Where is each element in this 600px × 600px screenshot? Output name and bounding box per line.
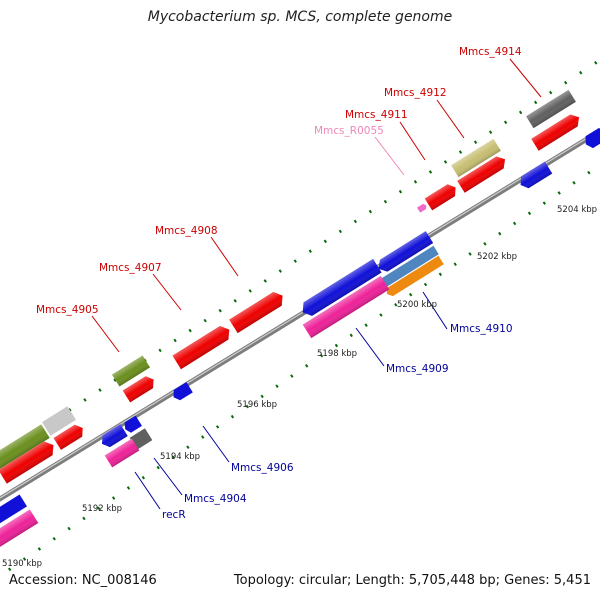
scale-labels: 5190 kbp 5192 kbp 5194 kbp 5196 kbp 5198… (2, 205, 597, 569)
callout-line-mmcs-r0055 (374, 136, 405, 176)
gene-mmcs-4914[interactable] (526, 89, 576, 129)
gene-red-left-b[interactable] (53, 422, 87, 450)
genome-backbone-highlight (0, 129, 600, 499)
callout-line-mmcs-4911 (399, 121, 426, 161)
gene-label-group: Mmcs_4914 Mmcs_4912 Mmcs_4911 Mmcs_R0055… (36, 46, 522, 521)
gene-mmcs-4905[interactable] (112, 355, 150, 387)
gene-mmcs-r0055[interactable] (417, 203, 428, 213)
callout-lines (91, 58, 542, 510)
gene-blue-recr-a[interactable] (98, 424, 128, 450)
scale-label: 5202 kbp (477, 252, 517, 262)
gene-label: recR (162, 509, 186, 521)
gene-label: Mmcs_4914 (459, 46, 522, 58)
callout-line-mmcs-4907 (152, 273, 182, 311)
map-title: Mycobacterium sp. MCS, complete genome (147, 9, 453, 25)
gene-lightgray-left[interactable] (42, 406, 76, 436)
gene-blue-mid[interactable] (298, 258, 382, 319)
gene-mmcs-4905-arrow[interactable] (122, 374, 158, 403)
scale-label: 5204 kbp (557, 205, 597, 215)
genome-backbone (0, 128, 600, 502)
reverse-genes (0, 127, 600, 551)
gene-label: Mmcs_4905 (36, 304, 99, 316)
gene-blue-left[interactable] (0, 494, 27, 526)
scale-label: 5198 kbp (317, 349, 357, 359)
callout-line-mmcs-4912 (436, 99, 465, 139)
gene-blue-recr-b[interactable] (122, 415, 142, 435)
callout-line-mmcs-4906 (202, 425, 230, 463)
gene-mmcs-4912-arrow[interactable] (457, 153, 509, 193)
gene-mmcs-4910-steel[interactable] (379, 245, 439, 289)
gene-mmcs-4911[interactable] (424, 182, 460, 211)
scale-label: 5190 kbp (2, 559, 42, 569)
gene-mmcs-4907[interactable] (172, 323, 233, 370)
scale-label: 5192 kbp (82, 504, 122, 514)
gene-red-left-a[interactable] (0, 438, 58, 484)
gene-blue-edge[interactable] (582, 127, 600, 150)
gene-mmcs-4914-arrow[interactable] (531, 111, 583, 151)
callout-line-mmcs-4908 (210, 236, 239, 277)
tick-rows (0, 58, 600, 578)
gene-mmcs-4910-blue[interactable] (375, 231, 434, 275)
gene-label: Mmcs_4910 (450, 323, 513, 335)
gene-label: Mmcs_4907 (99, 262, 162, 274)
gene-mmcs-4912[interactable] (451, 138, 501, 178)
accession-text: Accession: NC_008146 (9, 573, 157, 588)
genome-summary-text: Topology: circular; Length: 5,705,448 bp… (233, 573, 591, 588)
gene-label: Mmcs_R0055 (314, 125, 384, 137)
gene-recr[interactable] (104, 438, 140, 468)
gene-label: Mmcs_4911 (345, 109, 408, 121)
gene-mmcs-4906[interactable] (170, 382, 193, 402)
callout-line-recr (134, 471, 161, 510)
gene-label: Mmcs_4904 (184, 493, 247, 505)
gene-blue-right[interactable] (517, 161, 553, 191)
scale-label: 5196 kbp (237, 400, 277, 410)
gene-label: Mmcs_4908 (155, 225, 218, 237)
gene-label: Mmcs_4906 (231, 462, 294, 474)
gene-label: Mmcs_4912 (384, 87, 447, 99)
forward-genes (0, 89, 583, 484)
gene-label: Mmcs_4909 (386, 363, 449, 375)
scale-label: 5200 kbp (397, 300, 437, 310)
scale-label: 5194 kbp (160, 452, 200, 462)
callout-line-mmcs-4914 (509, 58, 542, 98)
callout-line-mmcs-4905 (91, 315, 120, 353)
gene-mmcs-4910[interactable] (384, 255, 444, 298)
callout-line-mmcs-4909 (355, 327, 385, 367)
gene-mmcs-4908[interactable] (229, 289, 287, 334)
callout-line-mmcs-4910 (422, 291, 448, 330)
gene-magenta-left[interactable] (0, 509, 39, 551)
tick-row-lower (0, 163, 600, 578)
callout-line-mmcs-4904 (153, 457, 183, 496)
gene-olive-left[interactable] (0, 424, 50, 470)
gene-mmcs-4909[interactable] (302, 275, 390, 339)
